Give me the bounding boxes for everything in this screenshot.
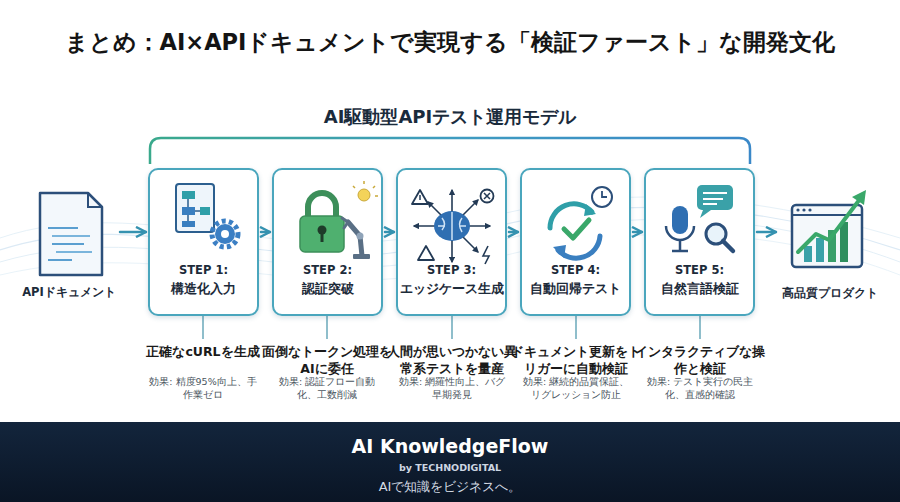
footer-band: AI KnowledgeFlow by TECHNODIGITAL AIで知識をビジ… [0,422,900,502]
step-description: 正確なcURLを生成 [137,343,269,360]
flow-arrow [633,231,642,234]
step-box: STEP 5: 自然言語検証 [644,168,755,316]
step-number: STEP 2: [274,263,381,277]
node-label: 高品質プロダクト [778,286,882,301]
source-document: API APIドキュメント [20,188,118,302]
icon-text: API [50,196,82,216]
leader-line [202,316,204,339]
step-name: エッジケース生成 [398,280,505,298]
growth-chart-icon [792,190,866,267]
page-title: まとめ：AI×APIドキュメントで実現する「検証ファースト」な開発文化 [0,27,900,58]
step-description: 面倒なトークン処理をAIに委任 [261,343,393,377]
step-box: STEP 2: 認証突破 [272,168,383,316]
leader-line [575,316,577,339]
flow-arrow [509,231,518,234]
step-number: STEP 4: [522,263,629,277]
step-name: 構造化入力 [150,280,257,298]
step-effect: 効果: 継続的品質保証、リグレッション防止 [518,375,634,401]
document-icon [40,193,102,275]
node-label: APIドキュメント [20,285,118,300]
leader-line [699,316,701,339]
step-number: STEP 1: [150,263,257,277]
step-effect: 効果: 網羅性向上、バグ早期発見 [394,375,510,401]
flow-arrow [385,231,394,234]
step-effect: 効果: 精度95%向上、手作業ゼロ [145,375,261,401]
group-bracket [150,138,750,164]
step-name: 認証突破 [274,280,381,298]
brand-tagline: AIで知識をビジネスへ。 [0,478,900,496]
step-description: 人間が思いつかない異常系テストを量産 [386,343,518,377]
step-name: 自然言語検証 [646,280,753,298]
step-description: ドキュメント更新をトリガーに自動検証 [510,343,642,377]
section-heading: AI駆動型APIテスト運用モデル [0,105,900,129]
step-box: STEP 1: 構造化入力 [148,168,259,316]
step-box: STEP 4: 自動回帰テスト [520,168,631,316]
brand-name: AI KnowledgeFlow [0,435,900,457]
step-effect: 効果: 認証フロー自動化、工数削減 [269,375,385,401]
flow-arrow [261,231,270,234]
output-product: 高品質プロダクト [778,188,882,302]
step-description: インタラクティブな操作と検証 [634,343,766,377]
flow-arrow [120,231,146,234]
step-box: STEP 3: エッジケース生成 [396,168,507,316]
step-number: STEP 3: [398,263,505,277]
step-number: STEP 5: [646,263,753,277]
leader-line [451,316,453,339]
step-name: 自動回帰テスト [522,280,629,298]
flow-arrow [757,231,776,234]
leader-line [326,316,328,339]
step-effect: 効果: テスト実行の民主化、直感的確認 [642,375,758,401]
brand-owner: by TECHNODIGITAL [0,462,900,473]
